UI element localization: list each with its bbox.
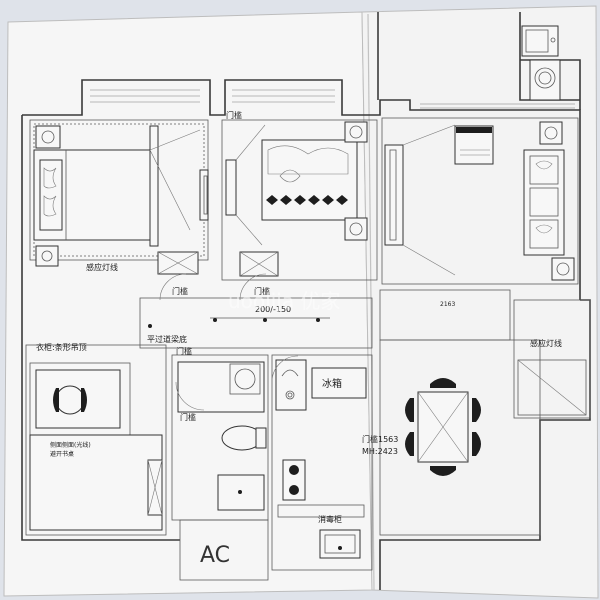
sink-counter [275,359,307,411]
gas-stove [282,459,306,501]
refrigerator [311,367,367,399]
pillow [39,159,63,231]
beam-label: 平过道梁底 [147,334,187,344]
study-note: 侧面侧面(光线) [50,441,91,449]
chair [55,385,85,415]
sensor-light-label: 感应灯线 [530,338,562,348]
living-room [381,117,579,285]
tv-cabinet [384,144,404,246]
wardrobe-label: 衣柜:条形吊顶 [36,342,87,352]
dining-room [379,289,541,536]
dimension-label: 200/-150 [255,305,291,314]
door-sill-label: 门槛 [254,286,270,296]
dining-chairs [405,378,481,476]
paper-sheet-right [361,5,599,599]
bookshelf [29,434,163,531]
paper-fold [367,13,375,591]
sensor-light-label: 感应灯线 [86,262,118,272]
desk [149,125,159,247]
entry-closet [513,299,591,419]
bed [261,139,358,221]
corridor [139,297,373,349]
tv-cabinet [225,159,237,216]
door-swings [159,273,299,411]
microwave [521,25,559,57]
side-table [539,121,563,145]
study-note: 避开书桌 [50,450,74,458]
balcony-railings [90,89,575,109]
fridge-label: 冰箱 [322,377,342,390]
ac-label: AC [200,543,230,568]
watermark: uoolija 优家 [228,289,340,313]
washing-machine [529,59,561,101]
bedroom-1 [29,119,209,275]
bed-pattern [266,195,348,205]
top-right-appliances [521,25,561,101]
sofa [523,149,565,256]
nightstand [344,217,368,241]
door-sill-label: 门槛 [180,412,196,422]
dimension-label: 2163 [440,301,455,308]
bedroom-2 [221,119,378,281]
study [25,344,167,536]
kitchen-sink [319,529,361,559]
door-sill-label: 门槛 [226,110,242,120]
door-height-label: 门槛1563 [362,434,398,444]
door-sill-label: 门槛 [176,346,192,356]
door-sill-label: 门槛 [172,286,188,296]
bathroom [171,354,269,521]
kitchen [271,354,373,571]
nightstand [35,245,59,267]
nightstand [35,125,61,149]
door-height-label: MH:2423 [362,447,398,456]
ac-box [179,519,269,581]
disinfection-cabinet-label: 消毒柜 [318,514,342,524]
side-table [551,257,575,281]
nightstand [344,121,368,143]
